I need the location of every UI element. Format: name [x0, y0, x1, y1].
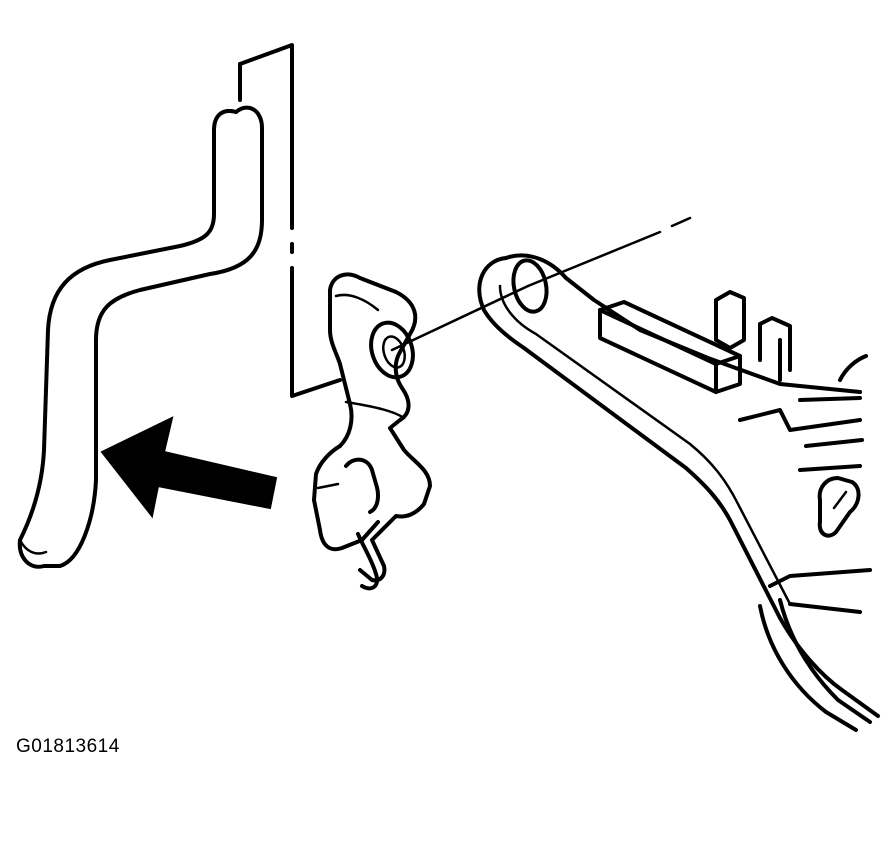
- retainer-clip: [312, 272, 432, 591]
- panel-edge: [238, 43, 342, 398]
- shift-lever-assembly: [477, 253, 880, 732]
- direction-arrow: [100, 416, 278, 519]
- figure-id-label: G01813614: [16, 736, 120, 757]
- alignment-line: [390, 216, 692, 352]
- shift-rod: [17, 105, 264, 569]
